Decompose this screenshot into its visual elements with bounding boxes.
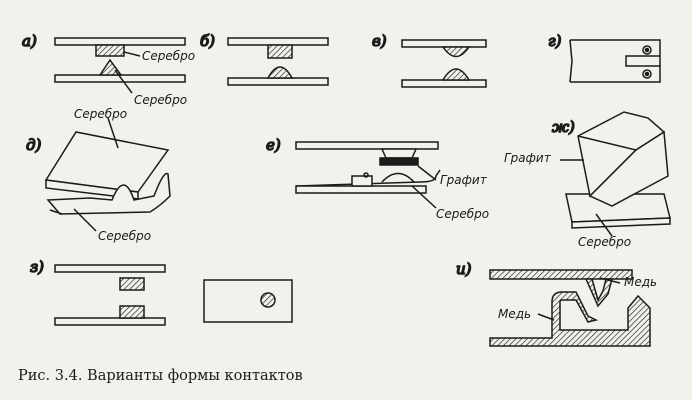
copper-upper-bar <box>489 269 633 280</box>
clip-block <box>351 175 373 187</box>
contact-rivet <box>642 69 652 79</box>
label-silver-upper: Серебро <box>142 49 195 63</box>
leader-line <box>537 313 555 321</box>
upper-contact <box>119 277 145 291</box>
upper-plate <box>54 37 186 46</box>
split-plate-outline <box>569 39 661 83</box>
variant-z: з) <box>29 257 293 326</box>
domed-contact <box>266 66 294 79</box>
copper-finger <box>584 278 613 308</box>
variant-v: в) <box>371 31 487 88</box>
split-slot <box>625 55 660 67</box>
label-graphite: Графит <box>440 173 488 187</box>
leader-line <box>107 117 119 149</box>
lower-spring-arm <box>295 169 441 187</box>
upper-plate <box>401 39 487 48</box>
lower-contact <box>119 305 145 319</box>
upper-plate <box>54 264 166 273</box>
variant-b: б) <box>199 31 329 86</box>
variant-i: и) Медь Медь <box>455 259 657 347</box>
plan-view-contact <box>260 292 276 308</box>
figure-caption: Рис. 3.4. Варианты формы контактов <box>18 368 303 384</box>
variant-e: е) Графит Серебро <box>265 135 489 221</box>
variant-e-letter: е) <box>266 136 281 154</box>
variant-d-letter: д) <box>26 136 42 154</box>
upper-bar <box>295 141 439 150</box>
leader-line <box>595 213 613 237</box>
plan-view-plate <box>203 279 293 323</box>
domed-contact-upper <box>441 46 471 58</box>
graphite-holder <box>380 148 418 159</box>
label-silver: Серебро <box>578 235 631 249</box>
leader-line <box>417 165 437 181</box>
variant-a: а) Серебро Серебро <box>21 31 195 107</box>
leader-line <box>123 51 141 57</box>
graphite-block-side <box>588 130 669 207</box>
domed-contact-lower <box>441 68 471 81</box>
leader-line <box>73 208 97 232</box>
lower-plate <box>54 317 166 326</box>
lower-plate <box>227 77 329 86</box>
graphite-insert <box>379 157 419 166</box>
label-silver-lower: Серебро <box>134 93 187 107</box>
label-silver: Серебро <box>436 207 489 221</box>
spring-strip <box>46 172 171 215</box>
label-copper-left: Медь <box>498 307 531 321</box>
leader-line <box>599 277 621 284</box>
label-silver-top: Серебро <box>74 107 127 121</box>
flat-contact <box>267 44 293 59</box>
silver-block-contact <box>95 44 125 57</box>
variant-a-letter: а) <box>22 32 37 50</box>
variant-i-letter: и) <box>456 260 472 278</box>
label-graphite: Графит <box>504 151 552 165</box>
variant-zh: ж) Графит Серебро <box>504 111 671 249</box>
variant-g: г) <box>547 31 661 83</box>
leader-line <box>114 69 133 94</box>
label-copper-top: Медь <box>624 275 657 289</box>
variant-v-letter: в) <box>372 32 387 50</box>
variant-z-letter: з) <box>30 258 44 276</box>
silver-base-edge <box>571 217 671 229</box>
copper-lower-part <box>489 291 651 347</box>
variant-d: д) Серебро Серебро <box>25 107 171 243</box>
lower-plate <box>401 79 487 88</box>
upper-plate <box>227 37 329 46</box>
lower-bar <box>295 185 427 194</box>
silver-dome <box>381 172 415 183</box>
variant-zh-letter: ж) <box>552 118 575 136</box>
label-silver-bottom: Серебро <box>98 229 151 243</box>
variant-b-letter: б) <box>200 32 215 50</box>
leader-line <box>411 185 437 209</box>
contact-rivet <box>642 45 652 55</box>
variant-g-letter: г) <box>548 32 562 50</box>
